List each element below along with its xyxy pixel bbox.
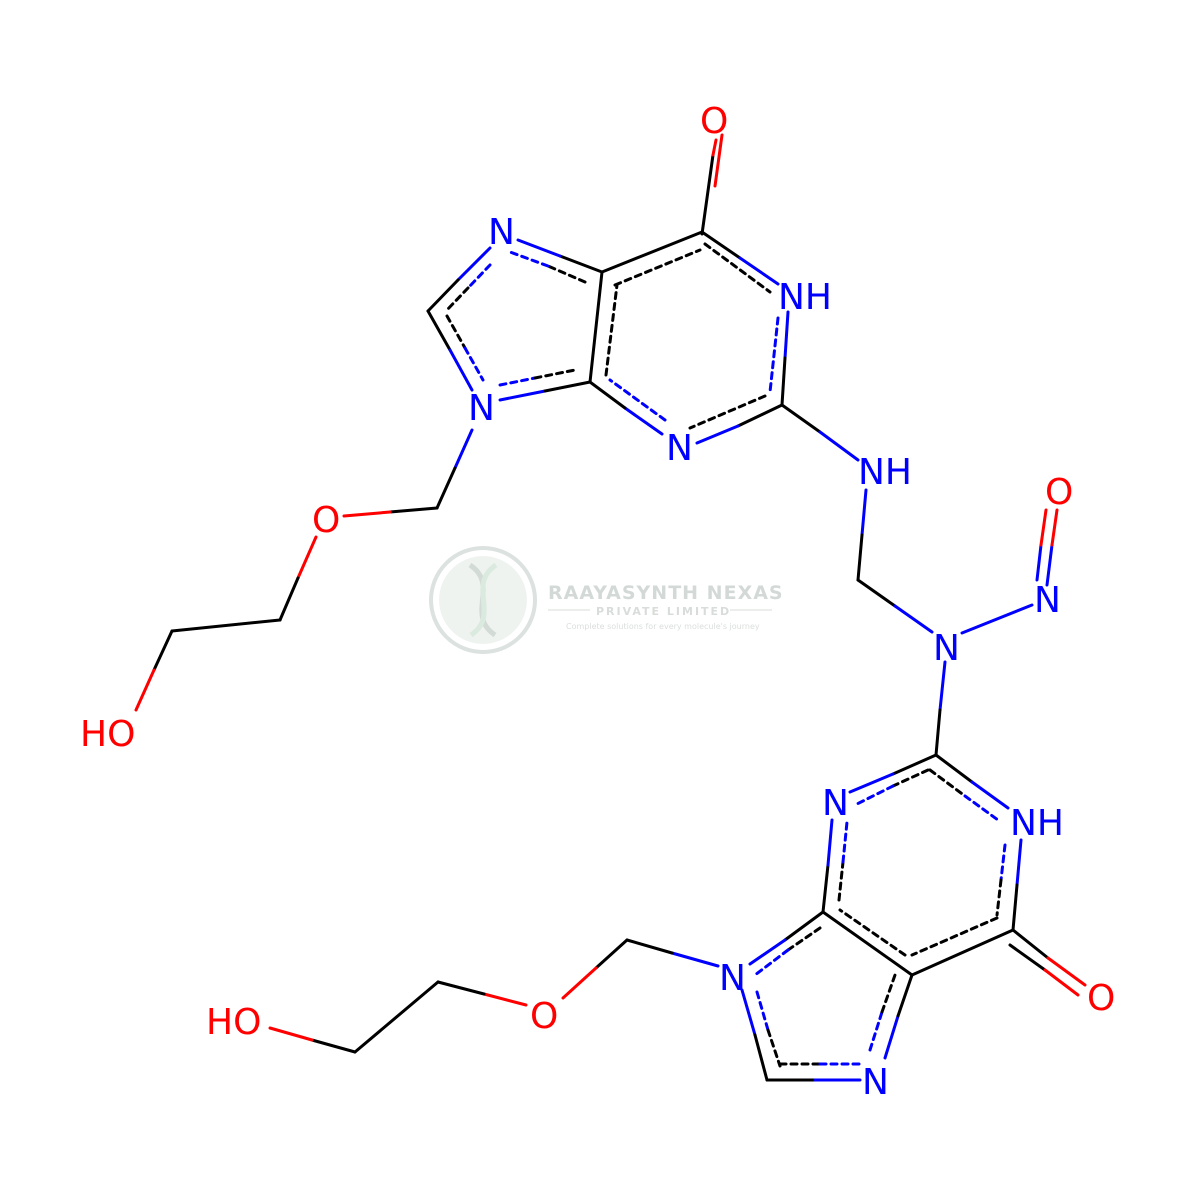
bond-n7-c8 — [456, 246, 492, 282]
bond-n-o-nitroso — [1045, 543, 1054, 587]
watermark-logo-icon — [429, 546, 537, 654]
bond-n-n-nitroso — [960, 603, 1034, 635]
bond-c2-nh — [780, 403, 822, 434]
bond-n3-c4 — [623, 406, 664, 436]
atom-nh1-bottom: NH — [1010, 803, 1064, 844]
atom-labels: O N NH N N NH O HO O N N N NH N O O HO N — [80, 101, 1115, 1103]
watermark-tagline: Complete solutions for every molecule's … — [566, 622, 760, 631]
bond-c6-n1 — [700, 230, 742, 260]
bond-c2b-n1b — [934, 753, 974, 784]
atom-n-amine: N — [933, 628, 960, 669]
atom-n-nitroso: N — [1034, 580, 1061, 621]
bond-o-ch2-top — [296, 535, 318, 580]
bond-ch2-oh-bot — [310, 1038, 357, 1054]
bond-c4b-n9b — [783, 910, 825, 942]
atom-o-ether-bottom: O — [530, 996, 558, 1037]
atom-o-nitroso: O — [1045, 472, 1073, 513]
bond-ch2-ch2-bot — [353, 980, 440, 1054]
bonds — [134, 133, 1087, 1082]
bond-c2b-n3b — [891, 753, 938, 776]
watermark: RAAYASYNTH NEXAS PRIVATE LIMITED Complet… — [429, 546, 784, 654]
watermark-company: RAAYASYNTH NEXAS — [548, 582, 784, 604]
bond-o-ch2-bot — [482, 992, 528, 1007]
bond-ch2-oh-top — [152, 629, 174, 672]
bond-ch2-o-top — [388, 506, 439, 514]
bond-n1-c2 — [783, 310, 790, 360]
bond-c8-n9 — [426, 309, 452, 352]
bond-c5-c6 — [600, 230, 704, 274]
bond-ch2-n — [856, 578, 897, 608]
bond-c5b-c4b — [821, 910, 914, 977]
bond-c2-n3 — [736, 403, 784, 428]
bond-c4-c5 — [588, 270, 604, 384]
bond-n1b-c6b — [1015, 838, 1023, 887]
atom-n7-top: N — [488, 212, 515, 253]
atom-n3-top: N — [666, 428, 693, 469]
bond-ch2-ch2-top — [170, 618, 282, 633]
bond-n9-c4 — [498, 389, 547, 402]
atom-o-carbonyl-top: O — [700, 101, 728, 142]
bond-c4b-n3b — [821, 863, 830, 914]
bond-c6-o — [700, 153, 715, 236]
bond-ch2-o-bot — [594, 938, 629, 970]
bond-n9b-ch2 — [670, 951, 720, 968]
atom-o-carbonyl-bottom: O — [1087, 978, 1115, 1019]
bond-nh-ch2 — [860, 488, 868, 537]
atom-ho-top: HO — [80, 714, 135, 755]
bond-n9b-c8b — [740, 988, 757, 1037]
atom-o-ether-top: O — [312, 500, 340, 541]
bond-c6-o-double — [713, 133, 724, 188]
bond-c5-n7 — [558, 254, 604, 274]
atom-n3-bottom: N — [822, 783, 849, 824]
atom-nh-linker: NH — [858, 452, 912, 493]
watermark-subtitle: PRIVATE LIMITED — [596, 605, 731, 618]
atom-n9-bottom: N — [719, 958, 746, 999]
bond-n9-ch2-top — [453, 428, 474, 470]
atom-n7-bottom: N — [862, 1062, 889, 1103]
bond-c6b-o — [1011, 928, 1050, 960]
atom-ho-bottom: HO — [206, 1002, 261, 1043]
bond-n7b-c5b — [883, 1014, 900, 1060]
bond-n-c2b — [938, 660, 947, 712]
atom-n9-top: N — [468, 388, 495, 429]
atom-nh1-top: NH — [778, 277, 832, 318]
bond-c6b-c5b — [910, 928, 1015, 977]
